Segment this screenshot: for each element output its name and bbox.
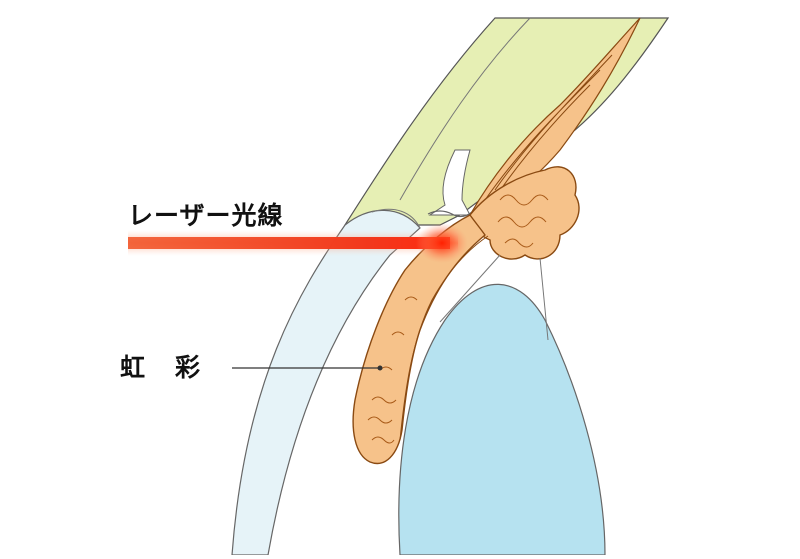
- iris-label: 虹彩: [120, 348, 200, 384]
- ciliary-processes: [469, 166, 580, 260]
- iris-inner-edge: [399, 235, 489, 441]
- iris-label-char-1: 虹: [120, 353, 146, 382]
- cornea-inner-line: [371, 208, 421, 229]
- iris-leader-dot: [377, 365, 383, 371]
- trabecular-meshwork: [427, 210, 473, 218]
- zonule-line-left: [439, 254, 501, 323]
- sclera-inner-line: [399, 17, 531, 201]
- lens: [398, 283, 606, 556]
- iris-pigment-folds: [367, 296, 418, 444]
- zonule-line-right: [539, 257, 549, 341]
- ciliary-process-folds: [497, 194, 549, 248]
- laser-impact-spot: [416, 223, 468, 263]
- iris-label-char-2: 彩: [175, 353, 201, 382]
- laser-beam: [128, 237, 450, 249]
- laser-label: レーザー光線: [128, 201, 284, 230]
- cornea: [231, 209, 421, 556]
